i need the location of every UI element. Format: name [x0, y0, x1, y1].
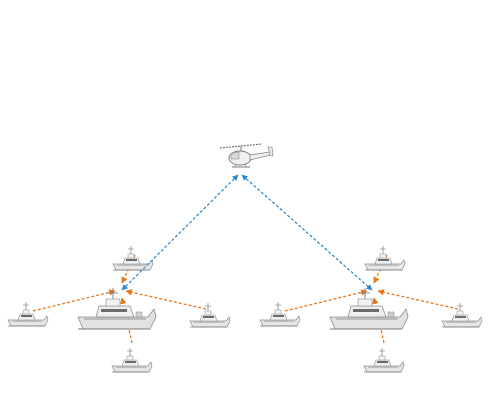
boat-icon — [111, 347, 153, 373]
uplink-right — [241, 174, 373, 291]
link-left-from-east — [125, 289, 207, 310]
helicopter-icon — [219, 143, 274, 168]
link-right-from-east — [377, 289, 459, 310]
boat-icon — [259, 301, 301, 327]
boat-icon — [364, 245, 406, 271]
link-right-from-bottom — [372, 297, 385, 344]
link-left-from-west — [32, 289, 116, 312]
boat-icon — [363, 347, 405, 373]
group-left — [7, 245, 231, 373]
link-left-from-bottom — [120, 297, 133, 344]
uplink-left — [121, 174, 239, 291]
boat-icon — [112, 245, 154, 271]
boat-icon — [7, 301, 49, 327]
link-right-from-west — [284, 289, 368, 312]
group-right — [259, 245, 483, 373]
boat-icon — [329, 287, 409, 330]
boat-icon — [77, 287, 157, 330]
